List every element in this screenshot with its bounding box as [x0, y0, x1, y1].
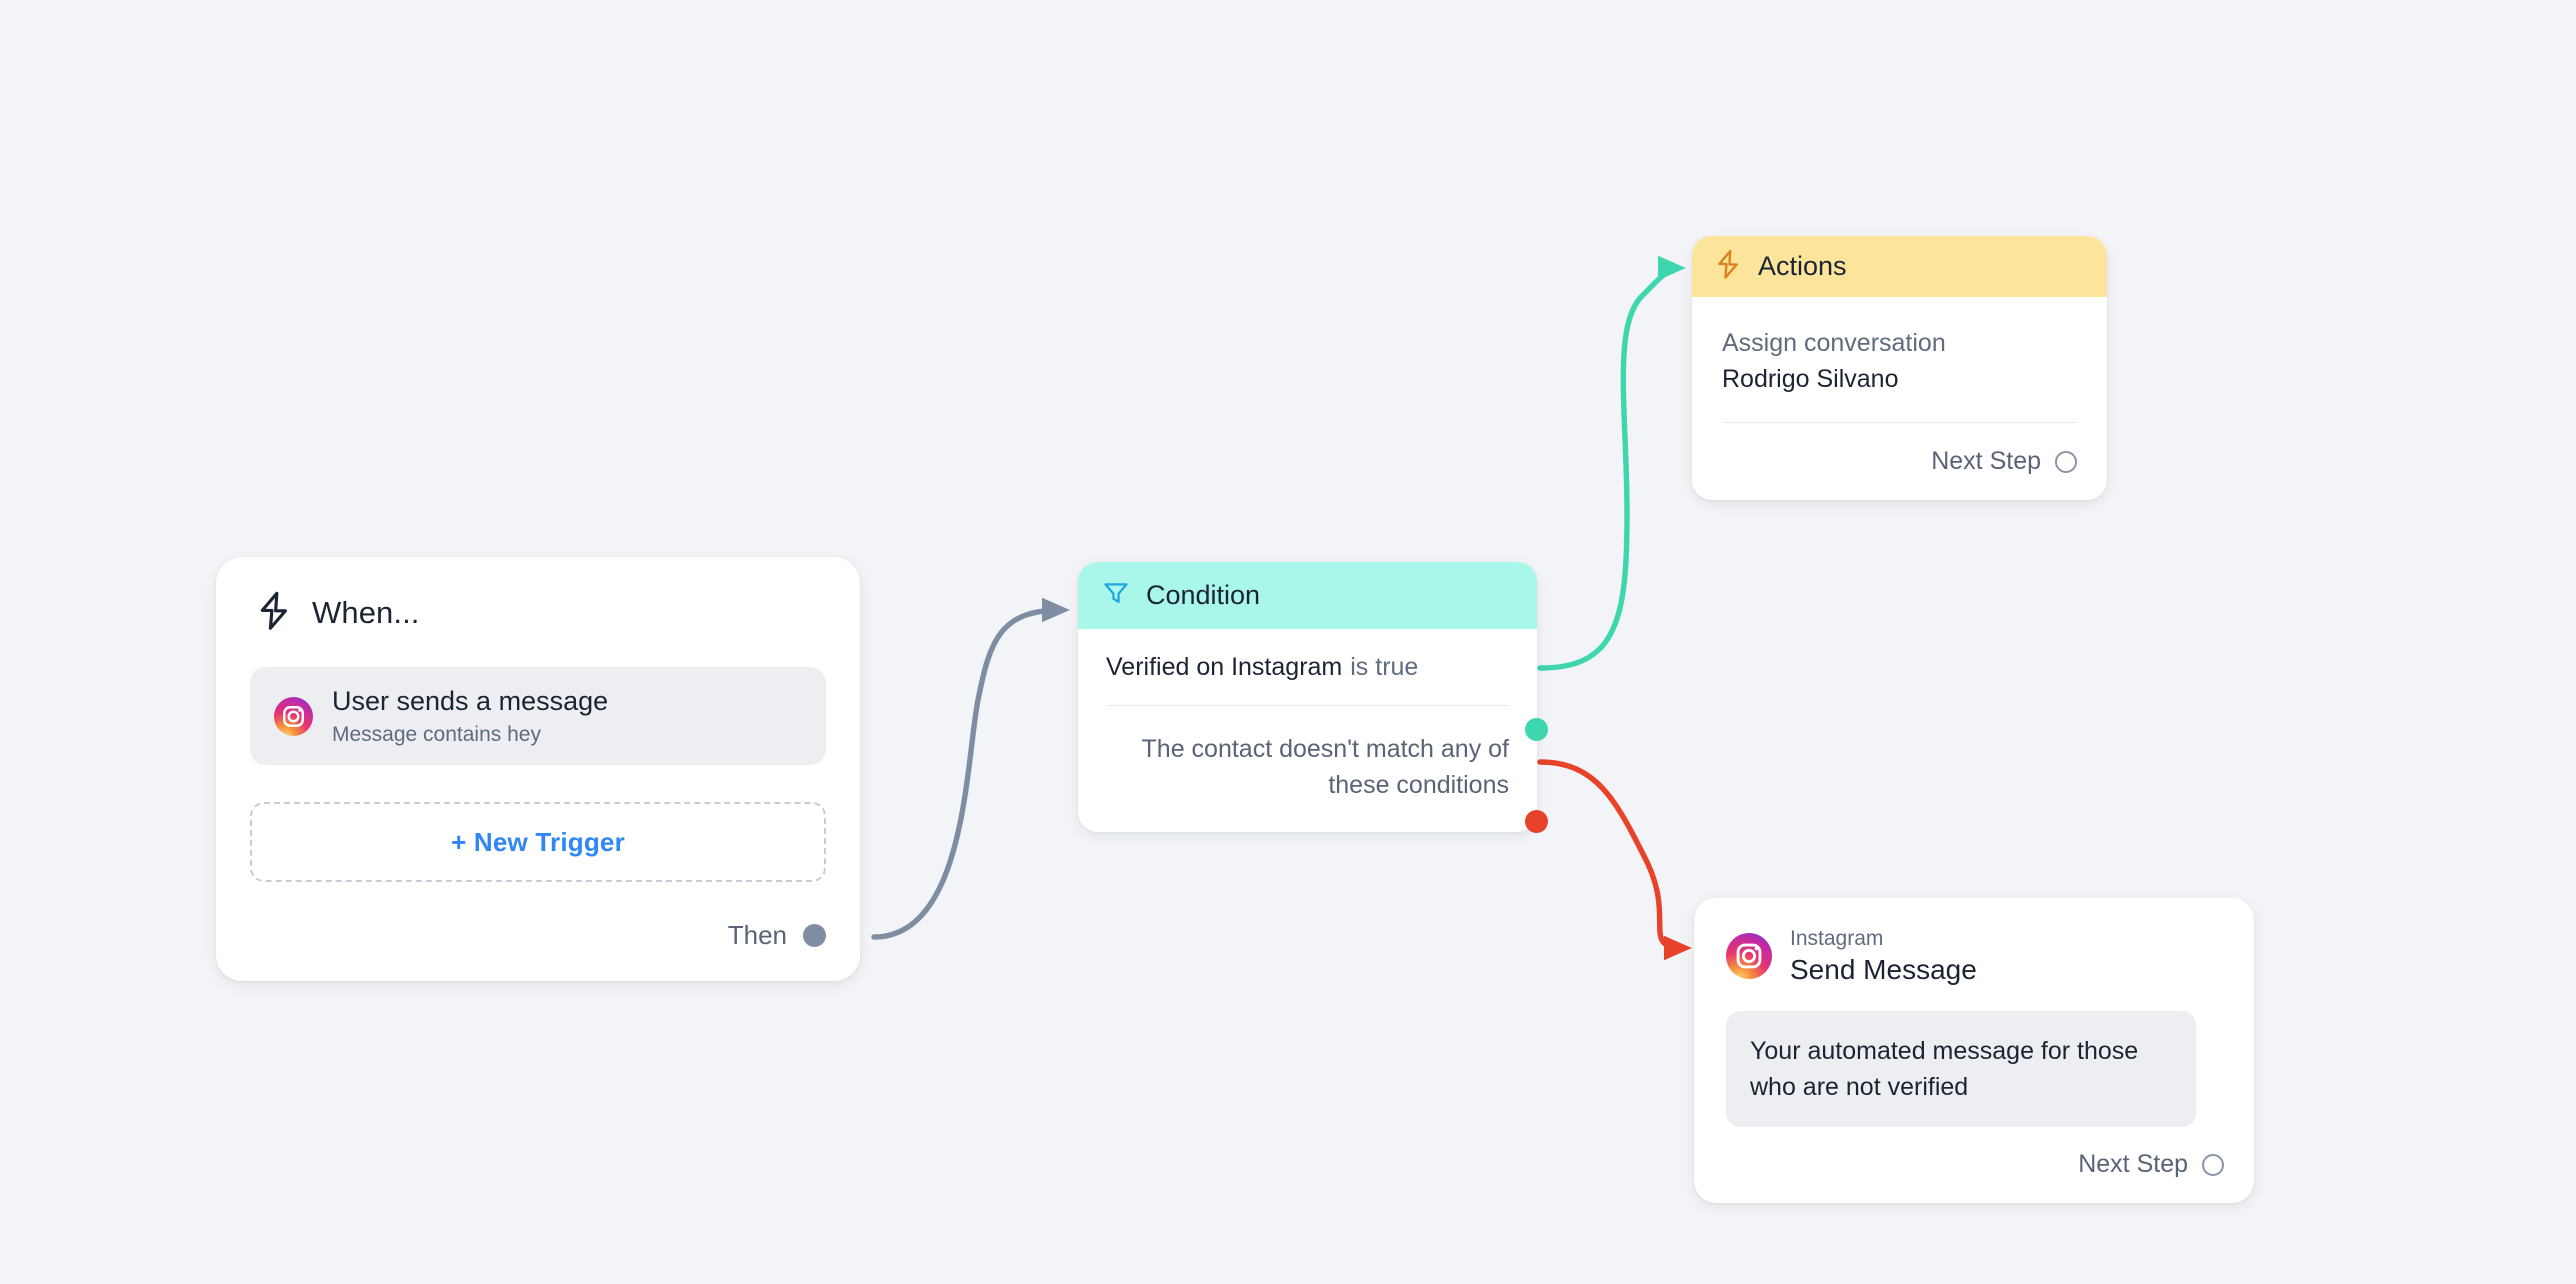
actions-title: Actions — [1758, 251, 1847, 281]
instagram-icon — [274, 696, 313, 736]
trigger-item-texts: User sends a message Message contains he… — [332, 685, 608, 747]
send-message-next-step-row[interactable]: Next Step — [2078, 1150, 2224, 1179]
action-label: Assign conversation — [1722, 329, 1946, 357]
then-output-port[interactable] — [803, 924, 826, 947]
condition-false-port[interactable] — [1525, 810, 1548, 833]
trigger-node[interactable]: When... — [216, 557, 860, 981]
instagram-icon — [1726, 933, 1772, 980]
send-message-header: Instagram Send Message — [1726, 926, 2222, 987]
condition-body: Verified on Instagram is true The contac… — [1078, 629, 1537, 803]
next-step-label: Next Step — [1931, 447, 2041, 475]
next-step-port[interactable] — [2202, 1153, 2224, 1176]
send-message-node[interactable]: Instagram Send Message Your automated me… — [1694, 898, 2254, 1203]
send-message-title: Send Message — [1790, 954, 1977, 986]
next-step-label: Next Step — [2078, 1150, 2188, 1178]
actions-next-step-row[interactable]: Next Step — [1931, 447, 2077, 476]
lightning-bolt-icon — [256, 591, 292, 636]
trigger-item-subtitle: Message contains hey — [332, 722, 541, 746]
actions-header: Actions — [1692, 236, 2107, 297]
trigger-title: When... — [312, 595, 420, 630]
filter-funnel-icon — [1102, 579, 1130, 612]
condition-title: Condition — [1146, 580, 1261, 610]
actions-node[interactable]: Actions Assign conversation Rodrigo Silv… — [1692, 236, 2107, 500]
edge-condition-false-to-send-message — [1537, 759, 1692, 961]
action-value: Rodrigo Silvano — [1722, 365, 1899, 394]
condition-rule-operator: is true — [1350, 652, 1419, 681]
condition-header: Condition — [1078, 562, 1537, 629]
trigger-then-row: Then — [728, 920, 826, 951]
new-trigger-button[interactable]: + New Trigger — [250, 802, 826, 882]
trigger-header: When... — [250, 587, 826, 639]
edge-trigger-to-condition — [871, 597, 1070, 940]
send-message-body[interactable]: Your automated message for those who are… — [1726, 1010, 2196, 1128]
condition-fallback-text: The contact doesn't match any of these c… — [1141, 735, 1509, 799]
then-label: Then — [727, 920, 787, 950]
condition-true-port[interactable] — [1525, 718, 1548, 741]
next-step-port[interactable] — [2055, 450, 2077, 473]
send-message-header-texts: Instagram Send Message — [1790, 926, 1977, 987]
send-message-channel: Instagram — [1790, 927, 1884, 950]
actions-divider — [1722, 421, 2077, 423]
new-trigger-label: + New Trigger — [451, 826, 625, 857]
condition-node[interactable]: Condition Verified on Instagram is true … — [1078, 562, 1548, 833]
condition-rule-field: Verified on Instagram — [1106, 652, 1343, 681]
edge-condition-true-to-actions — [1537, 255, 1686, 671]
trigger-item[interactable]: User sends a message Message contains he… — [250, 667, 826, 765]
lightning-bolt-icon — [1714, 249, 1742, 285]
actions-body: Assign conversation Rodrigo Silvano — [1692, 297, 2107, 423]
condition-rule-row[interactable]: Verified on Instagram is true — [1106, 629, 1509, 706]
trigger-item-title: User sends a message — [332, 686, 609, 717]
